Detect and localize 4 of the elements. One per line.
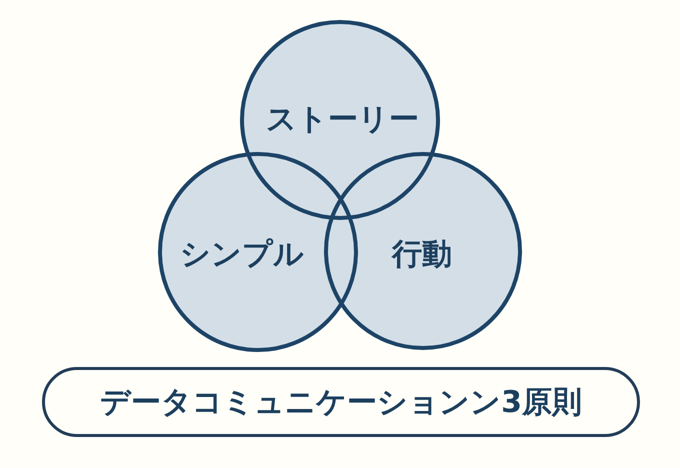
circle-label: シンプル [180, 236, 304, 274]
circle-label: ストーリー [266, 101, 419, 139]
pill-label: データコミュニケーションン3原則 [100, 384, 582, 422]
circle-label: 行動 [392, 236, 452, 274]
